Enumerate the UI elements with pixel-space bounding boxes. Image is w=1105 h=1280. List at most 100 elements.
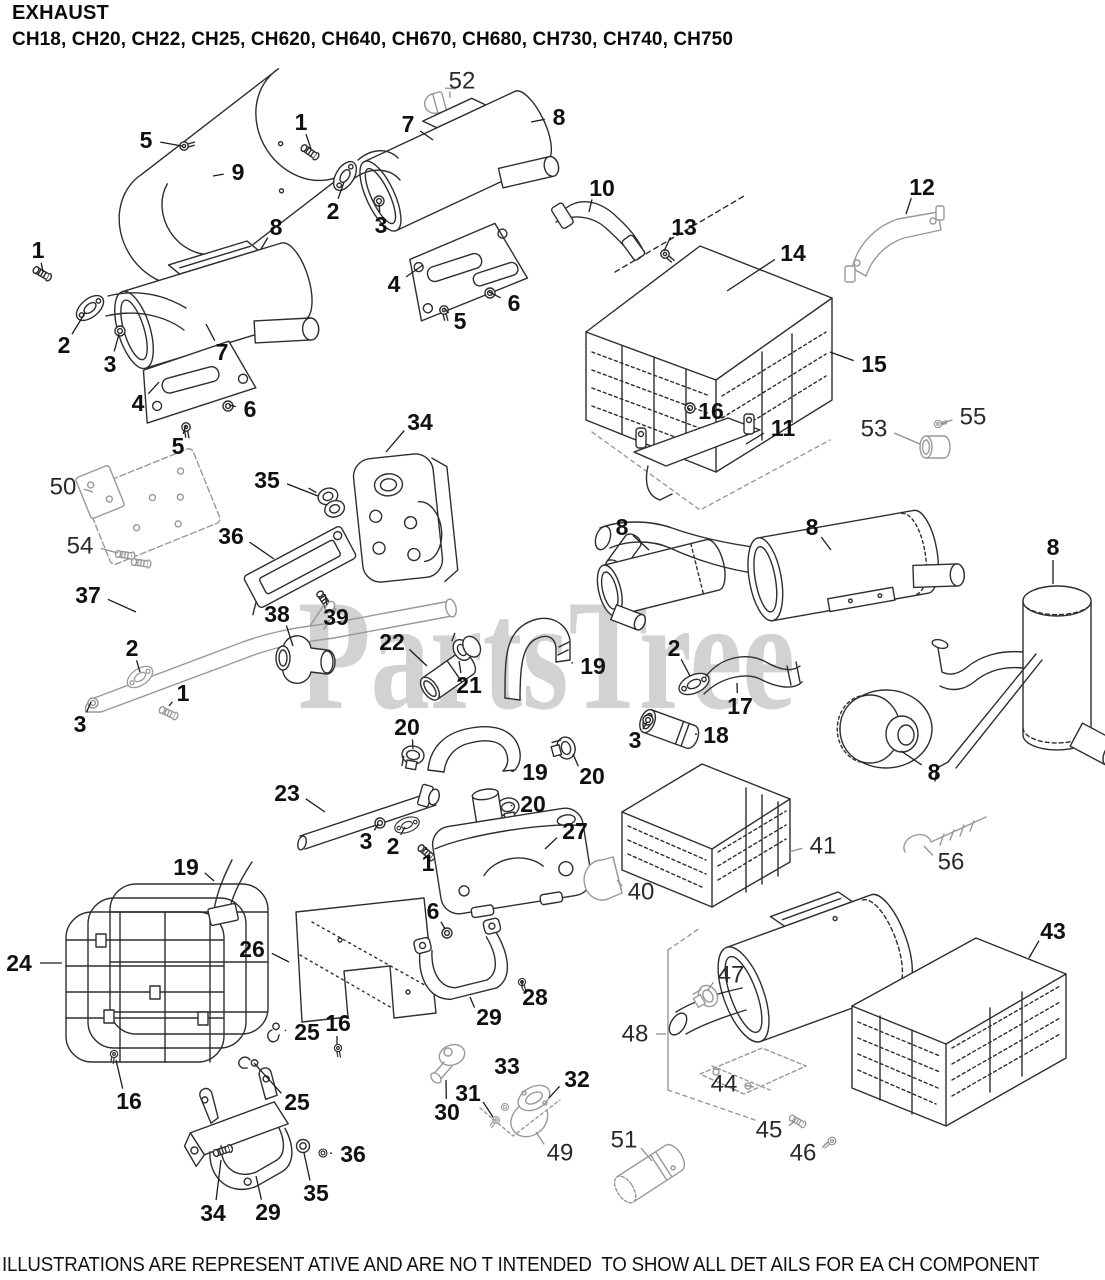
callout-33[interactable]: 33 bbox=[494, 1053, 520, 1079]
callout-25[interactable]: 25 bbox=[284, 1089, 310, 1115]
callout-16[interactable]: 16 bbox=[116, 1088, 142, 1114]
callout-10[interactable]: 10 bbox=[589, 175, 615, 201]
callout-8[interactable]: 8 bbox=[806, 514, 819, 540]
callout-36[interactable]: 36 bbox=[218, 523, 244, 549]
callout-20[interactable]: 20 bbox=[394, 714, 420, 740]
callout-35[interactable]: 35 bbox=[303, 1180, 329, 1206]
callout-8[interactable]: 8 bbox=[553, 104, 566, 130]
callout-54[interactable]: 54 bbox=[67, 533, 94, 560]
leader-line bbox=[893, 432, 921, 445]
muffler-8-vertical bbox=[931, 585, 1105, 782]
callout-36[interactable]: 36 bbox=[340, 1141, 366, 1167]
callout-16[interactable]: 16 bbox=[698, 398, 724, 424]
callout-55[interactable]: 55 bbox=[960, 404, 987, 431]
callout-4[interactable]: 4 bbox=[132, 390, 145, 416]
callout-31[interactable]: 31 bbox=[455, 1080, 481, 1106]
callout-25[interactable]: 25 bbox=[294, 1019, 320, 1045]
callout-6[interactable]: 6 bbox=[244, 396, 257, 422]
callout-20[interactable]: 20 bbox=[520, 791, 546, 817]
leader-line bbox=[405, 264, 424, 278]
callout-21[interactable]: 21 bbox=[456, 672, 482, 698]
callout-2[interactable]: 2 bbox=[327, 198, 340, 224]
callout-19[interactable]: 19 bbox=[580, 653, 606, 679]
callout-34[interactable]: 34 bbox=[200, 1200, 226, 1226]
callout-4[interactable]: 4 bbox=[388, 271, 401, 297]
callout-28[interactable]: 28 bbox=[522, 984, 548, 1010]
callout-19[interactable]: 19 bbox=[522, 759, 548, 785]
callout-44[interactable]: 44 bbox=[711, 1071, 738, 1098]
callout-6[interactable]: 6 bbox=[427, 898, 440, 924]
elbow-32 bbox=[479, 1084, 561, 1138]
leader-line bbox=[535, 1131, 545, 1145]
callout-52[interactable]: 52 bbox=[449, 68, 476, 95]
callout-13[interactable]: 13 bbox=[671, 214, 697, 240]
callout-34[interactable]: 34 bbox=[407, 409, 433, 435]
callout-16[interactable]: 16 bbox=[325, 1010, 351, 1036]
callout-3[interactable]: 3 bbox=[360, 828, 373, 854]
callout-32[interactable]: 32 bbox=[564, 1066, 590, 1092]
callout-18[interactable]: 18 bbox=[703, 722, 729, 748]
leader-line bbox=[324, 593, 328, 606]
callout-41[interactable]: 41 bbox=[810, 833, 837, 860]
callout-12[interactable]: 12 bbox=[909, 174, 935, 200]
callout-1[interactable]: 1 bbox=[32, 237, 45, 263]
callout-29[interactable]: 29 bbox=[255, 1199, 281, 1225]
callout-3[interactable]: 3 bbox=[74, 711, 87, 737]
bracket-4-left bbox=[142, 340, 257, 424]
callout-51[interactable]: 51 bbox=[611, 1127, 638, 1154]
resonator-34 bbox=[352, 453, 459, 583]
callout-50[interactable]: 50 bbox=[50, 474, 77, 501]
callout-9[interactable]: 9 bbox=[232, 159, 245, 185]
callout-7[interactable]: 7 bbox=[402, 111, 415, 137]
callout-8[interactable]: 8 bbox=[270, 214, 283, 240]
callout-2[interactable]: 2 bbox=[387, 833, 400, 859]
callout-1[interactable]: 1 bbox=[422, 850, 435, 876]
callout-30[interactable]: 30 bbox=[434, 1099, 460, 1125]
callout-24[interactable]: 24 bbox=[6, 950, 32, 976]
callout-17[interactable]: 17 bbox=[727, 693, 753, 719]
callout-56[interactable]: 56 bbox=[938, 849, 965, 876]
callout-2[interactable]: 2 bbox=[58, 332, 71, 358]
callout-46[interactable]: 46 bbox=[790, 1140, 817, 1167]
bolt-1-icon bbox=[157, 704, 180, 722]
callout-8[interactable]: 8 bbox=[616, 514, 629, 540]
callout-5[interactable]: 5 bbox=[454, 308, 467, 334]
callout-47[interactable]: 47 bbox=[718, 962, 745, 989]
callout-3[interactable]: 3 bbox=[104, 351, 117, 377]
callout-15[interactable]: 15 bbox=[861, 351, 887, 377]
callout-49[interactable]: 49 bbox=[547, 1140, 574, 1167]
callout-1[interactable]: 1 bbox=[177, 680, 190, 706]
callout-8[interactable]: 8 bbox=[928, 759, 941, 785]
callout-37[interactable]: 37 bbox=[75, 582, 101, 608]
leader-line bbox=[255, 1175, 263, 1200]
callout-6[interactable]: 6 bbox=[508, 290, 521, 316]
leader-line bbox=[147, 381, 160, 395]
callout-5[interactable]: 5 bbox=[140, 127, 153, 153]
callout-14[interactable]: 14 bbox=[780, 240, 806, 266]
callout-43[interactable]: 43 bbox=[1040, 918, 1066, 944]
callout-23[interactable]: 23 bbox=[274, 780, 300, 806]
callout-48[interactable]: 48 bbox=[622, 1021, 649, 1048]
callout-22[interactable]: 22 bbox=[379, 629, 405, 655]
callout-1[interactable]: 1 bbox=[295, 109, 308, 135]
callout-3[interactable]: 3 bbox=[629, 727, 642, 753]
callout-35[interactable]: 35 bbox=[254, 467, 280, 493]
callout-20[interactable]: 20 bbox=[579, 763, 605, 789]
callout-27[interactable]: 27 bbox=[562, 818, 588, 844]
callout-3[interactable]: 3 bbox=[375, 212, 388, 238]
callout-29[interactable]: 29 bbox=[476, 1004, 502, 1030]
leader-line bbox=[284, 1029, 287, 1032]
callout-39[interactable]: 39 bbox=[323, 604, 349, 630]
callout-11[interactable]: 11 bbox=[771, 415, 796, 441]
callout-2[interactable]: 2 bbox=[668, 635, 681, 661]
callout-26[interactable]: 26 bbox=[239, 936, 265, 962]
callout-38[interactable]: 38 bbox=[264, 601, 290, 627]
callout-5[interactable]: 5 bbox=[172, 433, 185, 459]
callout-8[interactable]: 8 bbox=[1047, 534, 1060, 560]
callout-45[interactable]: 45 bbox=[756, 1117, 783, 1144]
callout-53[interactable]: 53 bbox=[861, 416, 888, 443]
callout-40[interactable]: 40 bbox=[628, 879, 655, 906]
callout-7[interactable]: 7 bbox=[216, 339, 229, 365]
callout-2[interactable]: 2 bbox=[126, 635, 139, 661]
callout-19[interactable]: 19 bbox=[173, 854, 199, 880]
